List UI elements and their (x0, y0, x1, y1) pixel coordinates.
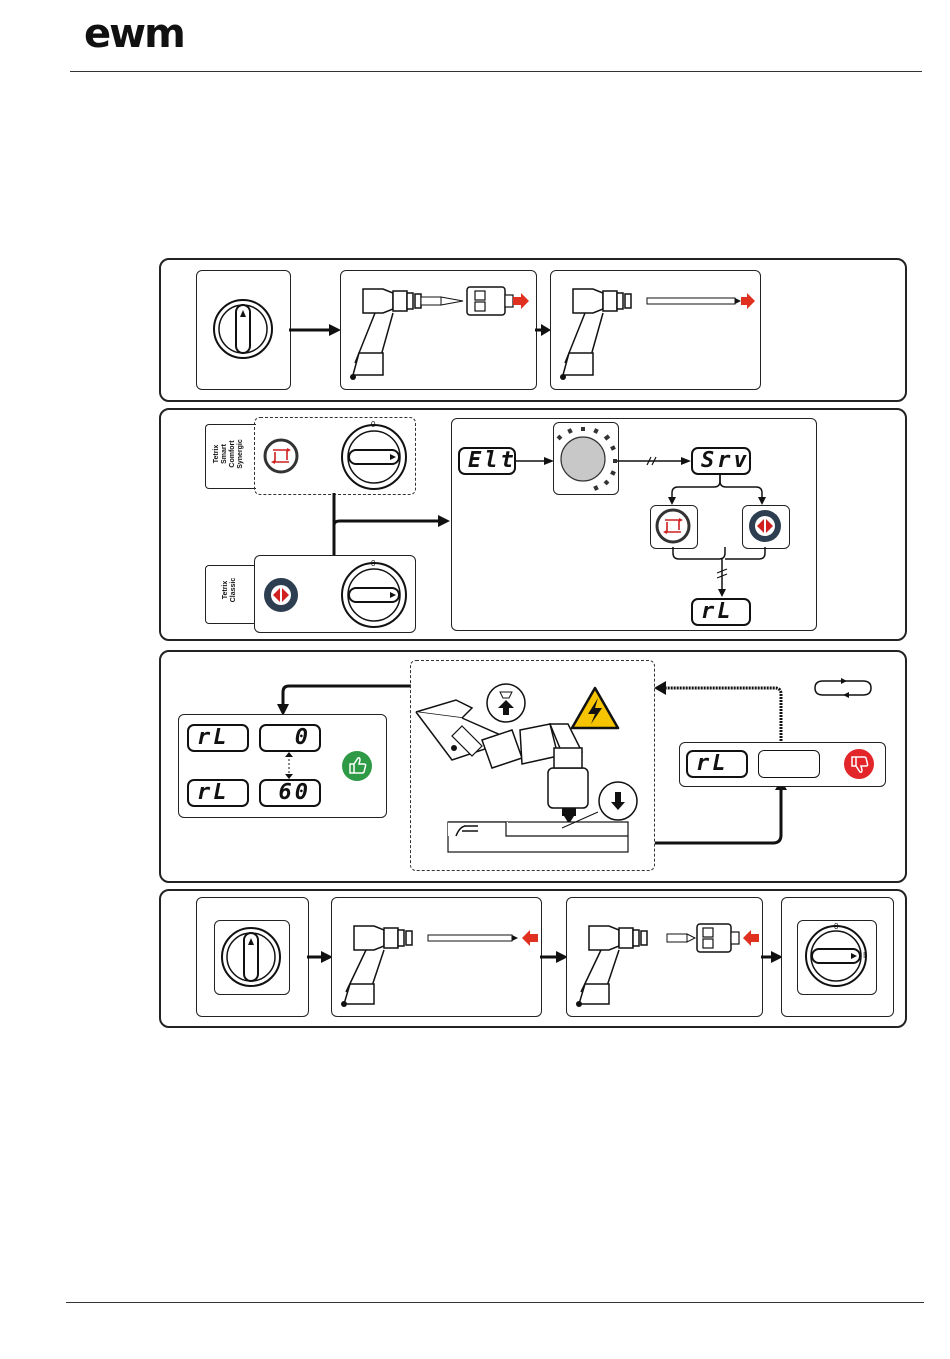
mode-select-button-icon[interactable] (655, 508, 691, 544)
display-elt: Elt (458, 447, 516, 475)
arrow-right-interrupted (617, 456, 691, 466)
arrow-right (535, 323, 551, 337)
switch-label-i: I (398, 452, 400, 461)
repeat-loop-icon (813, 677, 873, 699)
header-rule (70, 71, 922, 72)
high-voltage-warning-icon (570, 686, 620, 730)
display-srv: Srv (691, 447, 751, 475)
switch-label-0: 0 (834, 922, 838, 931)
display-value-row2: 60 (259, 779, 321, 807)
footer-rule (66, 1302, 924, 1303)
arrow-right (516, 456, 554, 466)
branch-arrows (660, 475, 780, 507)
switch-label-0: 0 (371, 420, 375, 429)
tig-torch-with-electrode-icon (555, 283, 755, 383)
tig-torch-with-collet-icon (345, 283, 535, 383)
parameter-select-button-icon[interactable] (263, 577, 299, 613)
thumbs-up-ok-icon (341, 750, 373, 782)
range-double-arrow (284, 752, 294, 779)
tig-torch-remove-electrode-icon (336, 910, 536, 1010)
torch-button-up-icon (485, 682, 527, 724)
pointer-line (560, 810, 600, 830)
encoder-knob-icon[interactable] (553, 425, 617, 491)
return-arrow-left (275, 682, 413, 718)
rotary-switch-vertical-icon (212, 298, 274, 360)
thumbs-down-error-icon (843, 748, 875, 780)
switch-label-i: I (398, 590, 400, 599)
arrow-right (289, 323, 341, 337)
arrow-right (307, 950, 333, 964)
connector-lines (330, 493, 452, 555)
arrow-right (761, 950, 783, 964)
model-label-tetrix-smart-comfort-synergic: Tetrix Smart Comfort Synergic (213, 424, 245, 484)
arrow-right (540, 950, 568, 964)
display-rl: rL (691, 598, 751, 626)
rotary-switch-vertical-icon[interactable] (220, 926, 282, 988)
torch-down-icon (597, 780, 639, 822)
display-value-blank (758, 750, 820, 778)
merge-arrow-interrupted (670, 547, 770, 599)
mode-select-button-icon[interactable] (263, 438, 299, 474)
display-rl-row2: rL (187, 779, 249, 807)
display-value-row1: 0 (259, 724, 321, 752)
switch-label-0: 0 (371, 559, 375, 568)
tig-torch-remove-collet-icon (571, 910, 761, 1010)
rotary-switch-off-icon[interactable] (804, 924, 868, 988)
display-rl-error: rL (686, 750, 748, 778)
ewm-logo: ewm (84, 14, 184, 54)
model-label-tetrix-classic: Tetrix Classic (222, 565, 238, 615)
display-rl-row1: rL (187, 724, 249, 752)
switch-label-i: I (863, 951, 865, 960)
parameter-select-button-icon[interactable] (747, 508, 783, 544)
